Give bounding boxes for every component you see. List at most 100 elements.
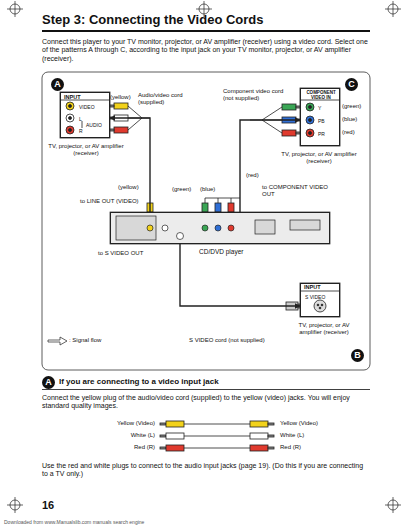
player-body-part — [147, 225, 153, 231]
player-box: CD/DVD player — [110, 212, 330, 244]
signal-flow-sample — [48, 337, 67, 345]
audio-video-cord-part — [184, 448, 250, 449]
registration-mark-part — [15, 497, 16, 513]
player-body-part — [228, 225, 234, 231]
player-body-part — [162, 225, 168, 231]
node-text: INPUT — [304, 284, 321, 291]
cord-c-plugs-part — [282, 104, 296, 110]
cord-a-plugs-part — [110, 129, 114, 131]
tv-c-jacks-part — [300, 88, 340, 146]
text-label: Connect this player to your TV monitor, … — [42, 38, 370, 63]
text-label: (blue) — [342, 116, 357, 123]
diagram-frame — [42, 72, 370, 370]
audio-video-cord — [160, 421, 274, 451]
audio-video-cord-part — [268, 423, 274, 425]
tv-c-jacks-part — [306, 103, 314, 111]
callout-letter: A — [51, 78, 64, 91]
text-label: (red) — [342, 129, 355, 136]
cable-connector — [110, 118, 150, 212]
registration-mark — [7, 1, 401, 513]
text-label: (red) — [246, 172, 259, 179]
cord-c-plugs-part — [282, 130, 296, 136]
player-body-part — [110, 212, 330, 244]
player-body-part — [290, 220, 320, 230]
node-text: VIDEO — [79, 104, 95, 110]
text-label: White (L) — [280, 432, 350, 439]
audio-video-cord-part — [166, 421, 184, 427]
text-label: (blue) — [200, 186, 215, 193]
node-text: Y — [318, 105, 321, 111]
tv-b-jack-part — [321, 304, 323, 306]
cord-a-plugs-part — [114, 127, 128, 133]
callout-letter: B — [351, 349, 364, 362]
tv-a-jacks-part — [66, 102, 74, 110]
signal-flow-sample-part — [48, 337, 67, 345]
audio-video-cord-part — [166, 445, 184, 451]
registration-mark-part — [393, 1, 394, 17]
tv-c-jacks-part — [309, 132, 312, 135]
text-label: Yellow (Video) — [280, 420, 350, 427]
tv-c-jacks — [300, 88, 340, 146]
player-body-part — [255, 220, 275, 234]
tv-c-jacks-part — [309, 106, 312, 109]
node-text: L — [79, 116, 82, 122]
text-label: 16 — [42, 499, 54, 512]
tv-b-jack-part — [314, 300, 326, 312]
cord-c-plugs-part — [205, 198, 206, 203]
cord-c-plugs-part — [262, 120, 282, 133]
node-text: TV, projector, or AV amplifier (receiver… — [269, 151, 369, 165]
registration-mark-part — [393, 497, 394, 513]
title-rule — [42, 30, 370, 32]
tv-a-jacks-part — [66, 126, 74, 134]
tv-b-jack-part — [300, 283, 340, 317]
text-label: Downloaded from www.Manualslib.com manua… — [4, 519, 144, 525]
section-rule-part — [42, 389, 370, 391]
tv-input-panel: INPUTVIDEOLAUDIORTV, projector, or AV am… — [60, 92, 110, 138]
audio-video-cord-part — [160, 423, 166, 425]
cord-c-plugs — [202, 104, 300, 212]
section-rule — [42, 389, 370, 391]
player-body-part — [116, 216, 156, 240]
player-body-part — [177, 233, 184, 240]
audio-video-cord-part — [184, 424, 250, 425]
cord-c-plugs-part — [205, 198, 240, 199]
cable-connector — [180, 244, 300, 306]
audio-video-cord-part — [184, 436, 250, 437]
audio-video-cord-part — [250, 433, 268, 439]
text-label: If you are connecting to a video input j… — [59, 377, 219, 387]
node-text: PB — [318, 118, 325, 124]
tv-c-jacks-part — [306, 129, 314, 137]
cord-a-plugs — [110, 103, 153, 212]
audio-video-cord-part — [250, 445, 268, 451]
player-body-part — [202, 225, 208, 231]
tv-b-jack-part — [300, 291, 340, 292]
text-label: White (L) — [95, 432, 155, 439]
text-label: (green) — [342, 103, 361, 110]
cord-a-plugs-part — [128, 118, 142, 130]
callout-letter: C — [345, 78, 358, 91]
tv-a-jacks-part — [69, 105, 72, 108]
cord-c-plugs-part — [262, 107, 282, 120]
cord-label: Audio/video cord (supplied) — [137, 92, 197, 106]
audio-video-cord-part — [268, 435, 274, 437]
cord-label: Component video cord (not supplied) — [222, 88, 290, 102]
node-text: TV, projector, or AV amplifier (receiver… — [289, 322, 359, 336]
node-text: S VIDEO — [305, 294, 325, 300]
node-text: R — [79, 128, 83, 134]
text-label: Connect the yellow plug of the audio/vid… — [42, 394, 370, 411]
audio-video-cord-part — [160, 447, 166, 449]
cord-a-plugs-part — [110, 105, 114, 107]
cord-label: S VIDEO cord (not supplied) — [188, 337, 285, 344]
tv-a-jacks-part — [60, 92, 110, 138]
audio-video-cord-part — [166, 433, 184, 439]
text-label: (green) — [172, 186, 191, 193]
node-text: CD/DVD player — [199, 248, 243, 256]
tv-c-jacks-part — [306, 116, 314, 124]
node-text: TV, projector, or AV amplifier (receiver… — [47, 143, 125, 157]
audio-video-cord-part — [250, 421, 268, 427]
node-text: AUDIO — [86, 122, 102, 128]
text-label: (yellow) — [118, 184, 139, 191]
cord-a-plugs-part — [128, 106, 142, 118]
cord-c-plugs-part — [202, 203, 208, 212]
text-label: Yellow (Video) — [95, 420, 155, 427]
